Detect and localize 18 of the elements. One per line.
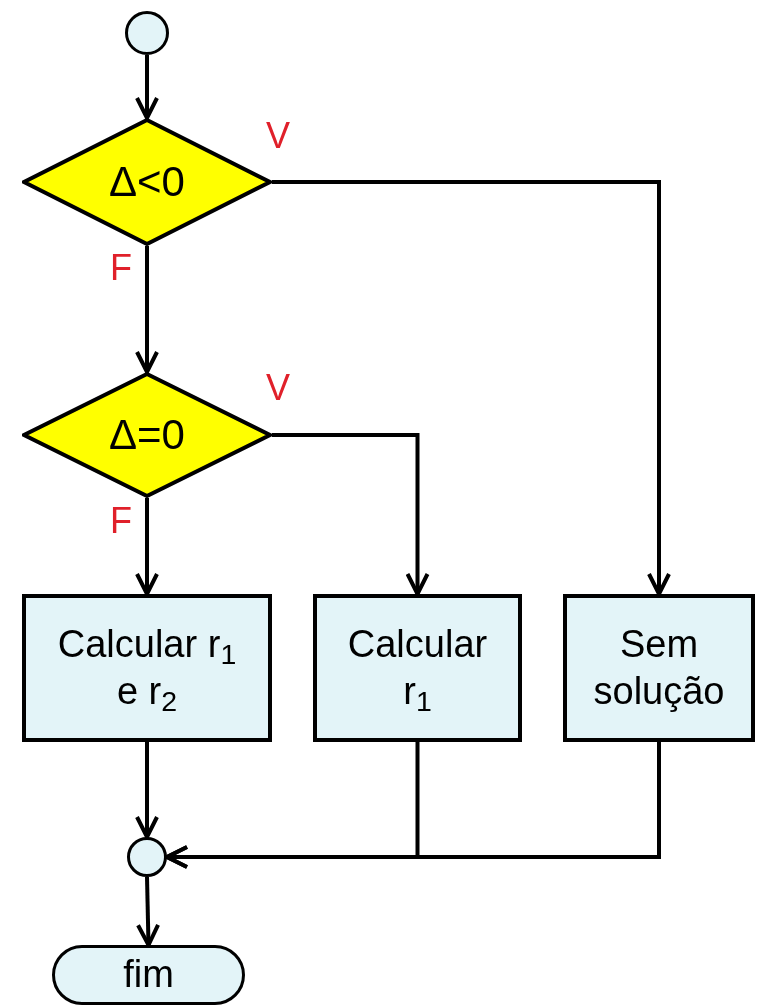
arrow (272, 433, 430, 596)
node-text: Sem solução (592, 621, 726, 714)
node-text: Δ<0 (109, 156, 185, 207)
process-box (313, 594, 522, 742)
arrow (135, 498, 159, 596)
terminal-box (52, 945, 245, 1005)
arrow (135, 742, 159, 839)
arrow (272, 180, 671, 596)
process-box (563, 594, 755, 742)
arrow (135, 246, 159, 374)
arrow (135, 55, 159, 120)
arrow (165, 742, 661, 869)
node-text: Calcular r$_{1}$ e r$_{2}$ (56, 621, 238, 716)
arrow (136, 876, 161, 947)
node-text: Δ=0 (109, 409, 185, 460)
node-text: Calcular r$_{1}$ (346, 621, 489, 716)
process-box (22, 594, 272, 742)
node-text: fim (123, 952, 174, 998)
